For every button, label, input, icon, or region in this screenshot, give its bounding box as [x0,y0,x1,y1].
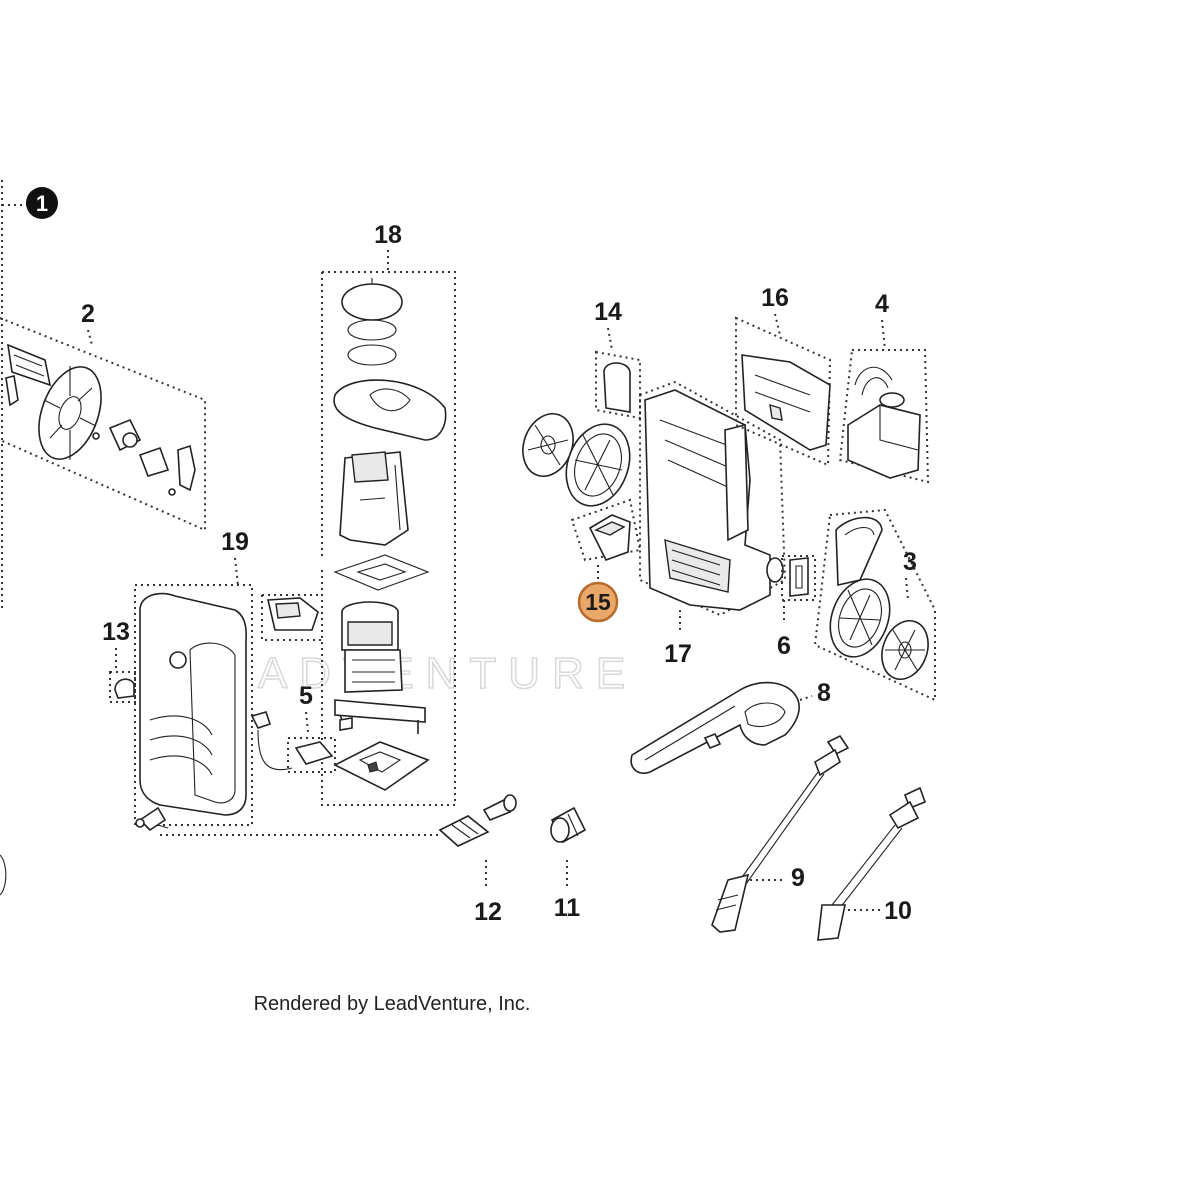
part-11-nut[interactable]: 11 [550,806,587,922]
reel-drum-disc [38,366,102,460]
part-3-wheel-right[interactable]: 3 [813,508,936,702]
group-bracket [261,594,322,641]
callout-label-19: 19 [221,528,249,556]
wheel-left [565,423,631,507]
callout-label-5: 5 [299,682,313,710]
callout-label-16: 16 [761,284,789,312]
reel-axle-parts [92,418,196,496]
group-bracket [595,350,641,420]
leader-line [607,327,613,351]
pressure-switch [261,594,322,641]
callout-badge-15-highlighted[interactable] [577,581,619,623]
group-bracket [0,317,206,532]
part-10-spray-lance[interactable]: 10 [817,786,927,941]
group-bracket [735,316,832,467]
leader-line [905,577,909,601]
motor-cover-disc [341,278,403,366]
group-bracket [639,380,787,617]
callout-label-17: 17 [664,640,692,668]
part-15-handle-bracket[interactable]: 15 [570,498,642,623]
reel-crank-handle [5,343,52,407]
part-2-reel-assembly[interactable]: 2 [0,300,206,532]
wheel-cap-left [522,413,574,477]
part-16-tray[interactable]: 16 [735,284,832,467]
group-bracket [838,349,930,484]
footer-credit: Rendered by LeadVenture, Inc. [254,993,531,1015]
part-5-plug[interactable]: 5 [250,682,353,773]
callout-label-2: 2 [81,300,95,328]
leader-line [305,711,309,733]
callout-label-15: 15 [585,589,611,615]
callout-label-14: 14 [594,298,622,326]
part-6-clip[interactable]: 6 [777,555,816,660]
watermark: LEADVENTURE [180,649,637,698]
part-4-detergent-tank[interactable]: 4 [838,290,930,484]
leader-line [799,695,813,701]
callout-label-18: 18 [374,221,402,249]
motor-pump-unit [334,601,426,734]
pump-base-plate [333,741,430,791]
partial-part-edge [0,854,7,896]
part-14-bracket[interactable]: 14 [594,298,641,420]
assembly-1: 1 [0,180,58,896]
callout-label-3: 3 [903,548,917,576]
part-19-front-housing[interactable]: 19 [134,528,253,832]
callout-label-13: 13 [102,618,130,646]
callout-badge-1[interactable] [26,187,58,219]
leader-line [881,319,886,351]
part-13-clip[interactable]: 13 [102,618,136,703]
hose-inlet-connector [135,806,169,832]
part-17-frame[interactable]: 17 [639,380,787,668]
part-8-spray-gun[interactable]: 8 [630,679,831,774]
callout-label-6: 6 [777,632,791,660]
leader-line [87,329,93,346]
callout-label-8: 8 [817,679,831,707]
callout-label-4: 4 [875,290,889,318]
motor-top-plate [333,379,447,441]
group-bracket [287,737,336,773]
callout-label-9: 9 [791,864,805,892]
leader-line [234,557,239,586]
callout-label-11: 11 [554,894,581,922]
group-bracket [109,671,136,703]
callout-label-10: 10 [884,897,912,925]
group-bracket [321,271,456,806]
part-9-spray-lance[interactable]: 9 [711,734,850,933]
leader-line [774,313,781,336]
motor-housing [339,451,409,546]
part-12-inlet-coupler[interactable]: 12 [438,794,517,926]
motor-gasket [333,554,430,591]
group-bracket [134,584,253,826]
callout-label-12: 12 [474,898,502,926]
part-18-motor-pump-assembly[interactable]: 18 [321,221,456,806]
callout-label-1: 1 [36,191,48,216]
